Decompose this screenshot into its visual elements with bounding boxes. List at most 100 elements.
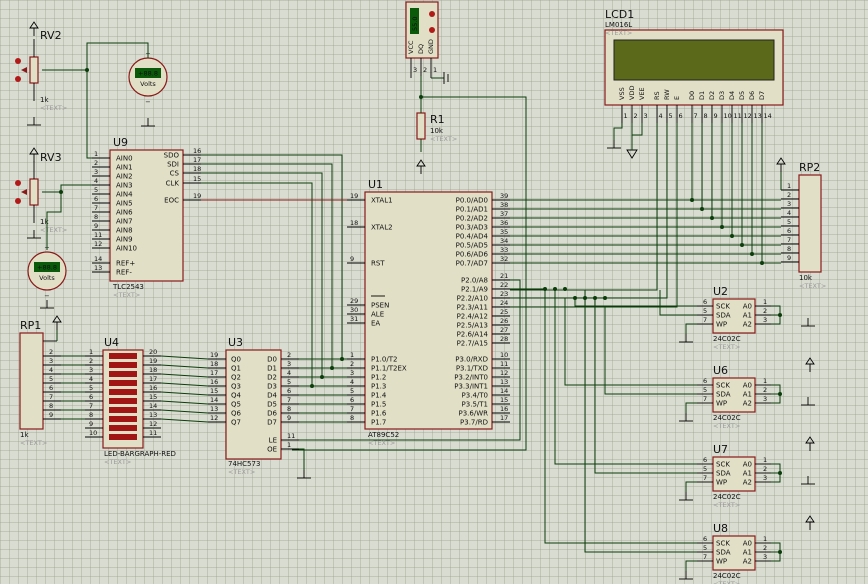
led-segment <box>109 398 137 404</box>
wire <box>299 279 521 441</box>
pot-wiper-icon <box>21 67 27 73</box>
pin-label: P1.4 <box>371 392 387 400</box>
wire <box>584 290 697 553</box>
pin-number: 11 <box>734 112 742 120</box>
wire <box>42 184 92 193</box>
wire <box>604 307 697 395</box>
pin-label: CLK <box>166 180 180 188</box>
pin-label: D1 <box>698 91 706 100</box>
pin-number: 33 <box>500 246 508 254</box>
u9-tlc2543-chip[interactable]: U9TLC2543<TEXT>1AIN02AIN13AIN24AIN35AIN4… <box>92 136 201 299</box>
pin-number: 7 <box>703 553 707 561</box>
power-terminal-icon <box>776 157 786 172</box>
pin-label: P3.3/INT1 <box>454 383 488 391</box>
junction-dot <box>760 261 764 265</box>
junction-dot <box>543 287 547 291</box>
u1-at89c52-chip[interactable]: U1AT89C52<TEXT>19XTAL118XTAL29RST29PSEN3… <box>347 178 510 447</box>
pin-number: 4 <box>94 177 98 185</box>
pin-number: 14 <box>149 402 157 410</box>
pin-number: 21 <box>500 272 508 280</box>
eeprom-body <box>712 535 756 571</box>
chip-body <box>225 349 282 460</box>
text-placeholder: <TEXT> <box>40 104 67 112</box>
pin-number: 13 <box>754 112 762 120</box>
power-terminal-icon <box>805 515 815 530</box>
pin-label: A1 <box>743 549 752 557</box>
pin-label: Q3 <box>231 383 241 391</box>
pin-label: PSEN <box>371 302 389 310</box>
voltmeter-label: Volts <box>39 274 55 282</box>
wire <box>299 448 305 470</box>
u3-74hc573-chip[interactable]: U374HC573<TEXT>19Q018Q117Q216Q315Q414Q51… <box>208 336 299 476</box>
pin-number: 17 <box>149 375 157 383</box>
wire <box>160 400 209 405</box>
pot-terminal-icon <box>15 58 21 64</box>
pot-terminal-icon <box>15 198 21 204</box>
wire <box>632 123 643 136</box>
led-segment <box>109 371 137 377</box>
pin-number: 15 <box>210 387 218 395</box>
pin-label: P1.0/T2 <box>371 356 397 364</box>
pin-label: P2.2/A10 <box>457 295 488 303</box>
pin-label: LE <box>269 437 277 445</box>
pin-number: 5 <box>94 186 98 194</box>
power-arrow <box>805 436 815 444</box>
pin-label: P3.5/T1 <box>462 401 488 409</box>
pin-number: 15 <box>500 396 508 404</box>
pin-number: 3 <box>763 395 767 403</box>
pin-number: 35 <box>500 228 508 236</box>
pin-number: 7 <box>94 204 98 212</box>
junction-dot <box>690 198 694 202</box>
ground-symbol <box>679 492 693 501</box>
pin-number: 2 <box>763 465 767 473</box>
pin-number: 5 <box>703 307 707 315</box>
pin-number: 17 <box>500 414 508 422</box>
pin-label: SDA <box>716 391 731 399</box>
pin-number: 15 <box>193 175 201 183</box>
pin-number: 2 <box>94 159 98 167</box>
pin-label: D5 <box>267 401 277 409</box>
pin-number: 19 <box>350 192 358 200</box>
pin-label: SCK <box>716 303 730 311</box>
pin-number: 2 <box>634 112 638 120</box>
pin-label: D0 <box>688 91 696 100</box>
pin-number: 14 <box>764 112 772 120</box>
lcd1-lm016l-display[interactable]: LCD1LM016L<TEXT>VSS1VDD2VEE3RS4RW5E6D07D… <box>604 8 784 159</box>
wire <box>685 323 697 334</box>
pin-label: A2 <box>743 400 752 408</box>
resistor-reference: R1 <box>430 113 445 126</box>
pin-label: P1.3 <box>371 383 386 391</box>
pin-number: 34 <box>500 237 508 245</box>
pin-label: A1 <box>743 391 752 399</box>
pin-label: REF+ <box>116 260 135 268</box>
wire <box>510 297 697 386</box>
pin-label: P3.1/TXD <box>456 365 488 373</box>
pin-label: D2 <box>267 374 277 382</box>
pin-number: 3 <box>763 553 767 561</box>
pin-label: Q1 <box>231 365 241 373</box>
text-placeholder: <TEXT> <box>430 135 457 143</box>
resistor-pack-value: 1k <box>20 431 29 439</box>
pin-number: 14 <box>500 387 508 395</box>
wire <box>685 481 697 492</box>
pin-label: P3.6/WR <box>459 410 489 418</box>
pin-label: P0.0/AD0 <box>456 197 488 205</box>
pin-number: 2 <box>423 66 427 74</box>
pin-label: P2.3/A11 <box>457 304 488 312</box>
pin-number: 3 <box>763 316 767 324</box>
ground-symbol <box>679 334 693 343</box>
pin-number: 19 <box>210 351 218 359</box>
